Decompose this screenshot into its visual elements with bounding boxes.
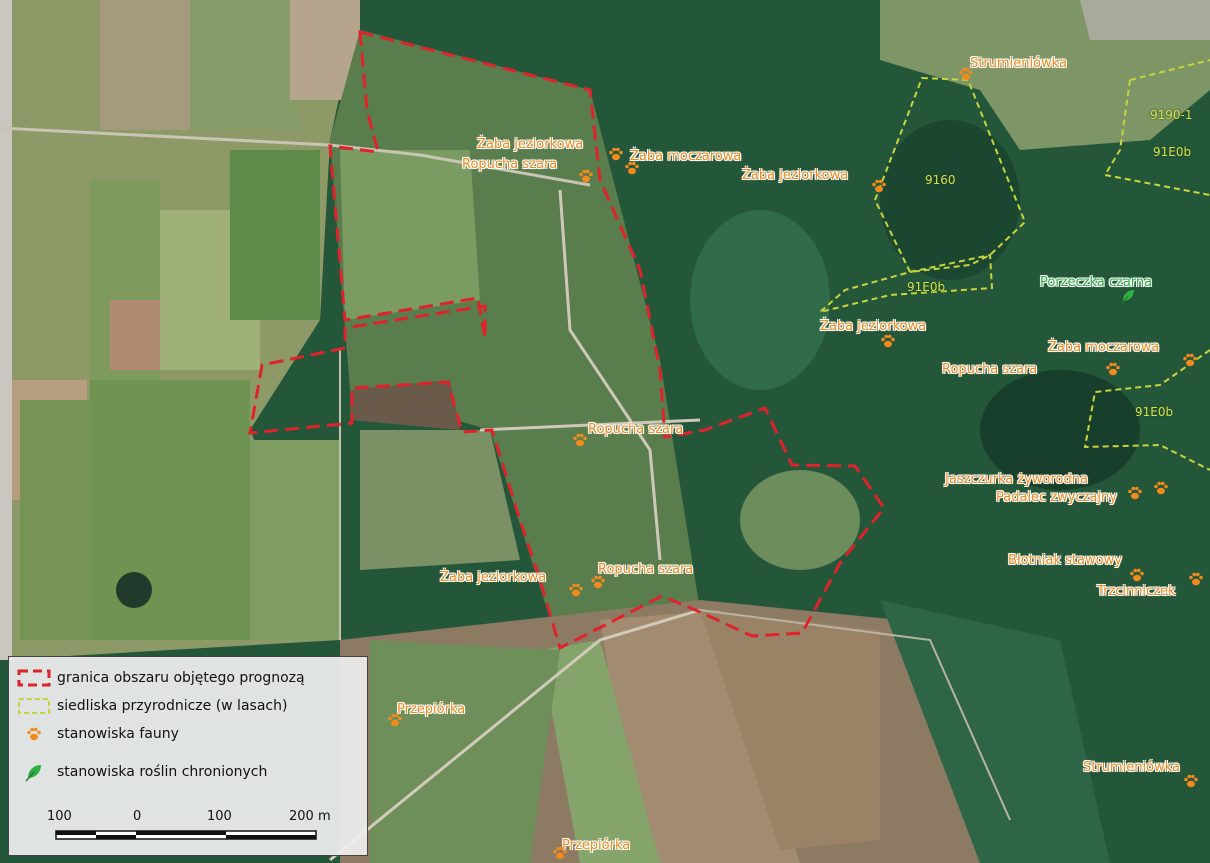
paw-icon[interactable]: [608, 146, 624, 162]
paw-icon[interactable]: [1105, 361, 1121, 377]
legend-item-boundary: granica obszaru objętego prognozą: [17, 669, 305, 687]
scale-bar: [55, 830, 317, 840]
paw-icon[interactable]: [590, 574, 606, 590]
leaf-icon: [25, 765, 41, 782]
study-area-boundary: [248, 30, 886, 651]
paw-icon[interactable]: [624, 160, 640, 176]
paw-icon[interactable]: [1182, 352, 1198, 368]
paw-icon: [27, 727, 41, 741]
legend-label-fauna: stanowiska fauny: [57, 726, 179, 742]
paw-icon[interactable]: [1127, 485, 1143, 501]
paw-icon[interactable]: [387, 712, 403, 728]
paw-icon[interactable]: [578, 168, 594, 184]
paw-icon[interactable]: [880, 333, 896, 349]
fauna-label[interactable]: Żaba moczarowa: [630, 149, 742, 164]
fauna-label[interactable]: Żaba jeziorkowa: [440, 570, 547, 585]
boundary-swatch-icon: [17, 669, 51, 687]
fauna-label[interactable]: Trzcinniczek: [1097, 584, 1176, 599]
habitat-polygon-9160: [873, 76, 1027, 274]
fauna-label[interactable]: Strumieniówka: [970, 56, 1067, 71]
habitat-boundaries: [819, 59, 1210, 471]
habitat-label: 9190-1: [1150, 108, 1193, 122]
paw-icon[interactable]: [572, 432, 588, 448]
habitat-label: 91E0b: [1153, 145, 1192, 159]
paw-icon[interactable]: [568, 582, 584, 598]
fauna-label[interactable]: Ropucha szara: [462, 157, 558, 172]
legend-item-fauna: stanowiska fauny: [17, 725, 179, 743]
paw-icon[interactable]: [1153, 480, 1169, 496]
fauna-label[interactable]: Przepiórka: [562, 838, 631, 853]
fauna-label[interactable]: Żaba jeziorkowa: [820, 319, 927, 334]
legend-label-plants: stanowiska roślin chronionych: [57, 764, 268, 780]
legend-item-habitat: siedliska przyrodnicze (w lasach): [17, 697, 287, 715]
legend-item-plants: stanowiska roślin chronionych: [17, 761, 267, 783]
fauna-label[interactable]: Ropucha szara: [598, 562, 694, 577]
paw-icon[interactable]: [871, 178, 887, 194]
habitat-polygon-91e0b-south: [819, 253, 994, 313]
fauna-label[interactable]: Padalec zwyczajny: [996, 490, 1117, 505]
habitat-swatch-icon: [18, 698, 50, 714]
fauna-label[interactable]: Błotniak stawowy: [1008, 553, 1122, 568]
habitat-label: 91E0b: [907, 280, 946, 294]
paw-icon[interactable]: [1129, 567, 1145, 583]
map-legend: granica obszaru objętego prognozą siedli…: [8, 656, 368, 856]
legend-label-boundary: granica obszaru objętego prognozą: [57, 670, 305, 686]
leaf-icon[interactable]: [1120, 288, 1136, 304]
habitat-polygon-9190: [1103, 59, 1210, 196]
scale-label: 200 m: [289, 809, 331, 824]
fauna-label[interactable]: Jaszczurka żyworodna: [945, 472, 1088, 487]
fauna-label[interactable]: Ropucha szara: [942, 362, 1038, 377]
scale-label: 100: [47, 809, 72, 824]
fauna-label[interactable]: Strumieniówka: [1083, 760, 1180, 775]
fauna-label[interactable]: Żaba jeziorkowa: [742, 168, 849, 183]
paw-icon[interactable]: [552, 845, 568, 861]
habitat-label: 9160: [925, 173, 956, 187]
fauna-label[interactable]: Żaba moczarowa: [1048, 340, 1160, 355]
plant-label[interactable]: Porzeczka czarna: [1040, 275, 1153, 290]
habitat-label: 91E0b: [1135, 405, 1174, 419]
boundary-polygon: [248, 30, 886, 651]
fauna-label[interactable]: Żaba jeziorkowa: [477, 137, 584, 152]
fauna-label[interactable]: Ropucha szara: [588, 422, 684, 437]
scale-label: 0: [133, 809, 142, 824]
habitat-polygon-91e0b-east: [1083, 349, 1210, 471]
fauna-label[interactable]: Przepiórka: [397, 702, 466, 717]
paw-icon[interactable]: [958, 66, 974, 82]
paw-icon[interactable]: [1183, 773, 1199, 789]
legend-label-habitat: siedliska przyrodnicze (w lasach): [57, 698, 288, 714]
scale-label: 100: [207, 809, 232, 824]
paw-icon[interactable]: [1188, 571, 1204, 587]
